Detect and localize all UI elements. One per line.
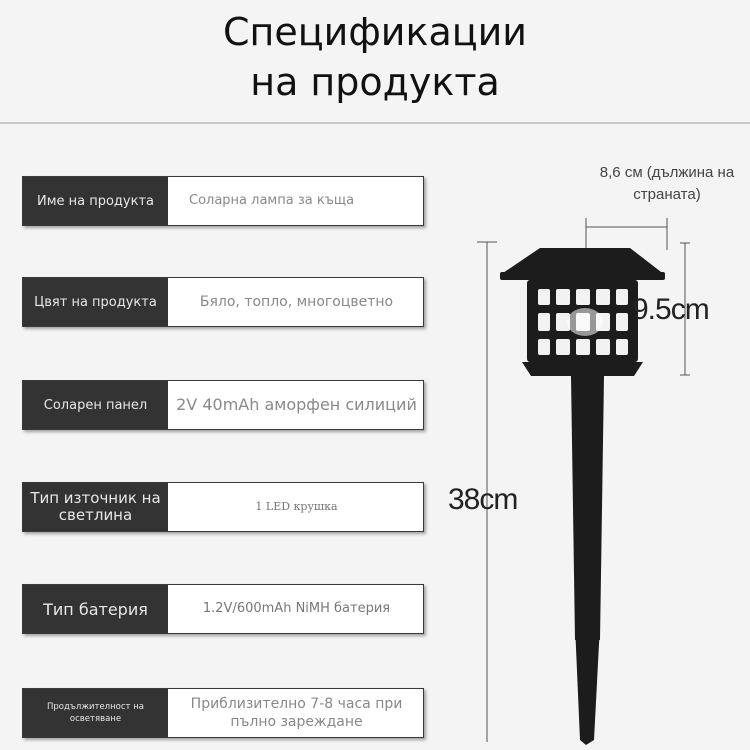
spec-row-solar-panel: Соларен панел 2V 40mAh аморфен силиций (22, 380, 424, 430)
spec-row-product-color: Цвят на продукта Бяло, топло, многоцветн… (22, 277, 424, 327)
header-divider (0, 122, 750, 124)
spec-label: Име на продукта (23, 177, 168, 225)
page-title-line-1: Спецификации (223, 10, 527, 54)
spec-label: Соларен панел (23, 381, 168, 429)
side-length-label: 8,6 см (дължина на страната) (599, 164, 735, 203)
spec-label: Тип батерия (23, 585, 168, 633)
spec-value: 1.2V/600mAh NiMH батерия (202, 601, 391, 616)
spec-label: Цвят на продукта (23, 278, 168, 326)
spec-value: Соларна лампа за къща (189, 193, 355, 208)
head-height-label: 9.5cm (632, 293, 710, 326)
spec-value: Бяло, топло, многоцветно (199, 294, 394, 310)
spec-value: 2V 40mAh аморфен силиций (176, 395, 417, 414)
spec-label: Тип източник на светлина (23, 483, 168, 531)
page-title-line-2: на продукта (250, 60, 500, 104)
spec-row-light-source: Тип източник на светлина 1 LED крушка (22, 482, 424, 532)
spec-row-battery: Тип батерия 1.2V/600mAh NiMH батерия (22, 584, 424, 634)
spec-value: 1 LED крушка (255, 500, 338, 513)
spec-label: Продължителност на осветяване (23, 689, 168, 737)
spec-value: Приблизително 7-8 часа при пълно зарежда… (190, 696, 403, 730)
total-height-label: 38cm (448, 483, 518, 516)
spec-row-product-name: Име на продукта Соларна лампа за къща (22, 176, 424, 226)
spec-row-lighting-duration: Продължителност на осветяване Приблизите… (22, 688, 424, 738)
